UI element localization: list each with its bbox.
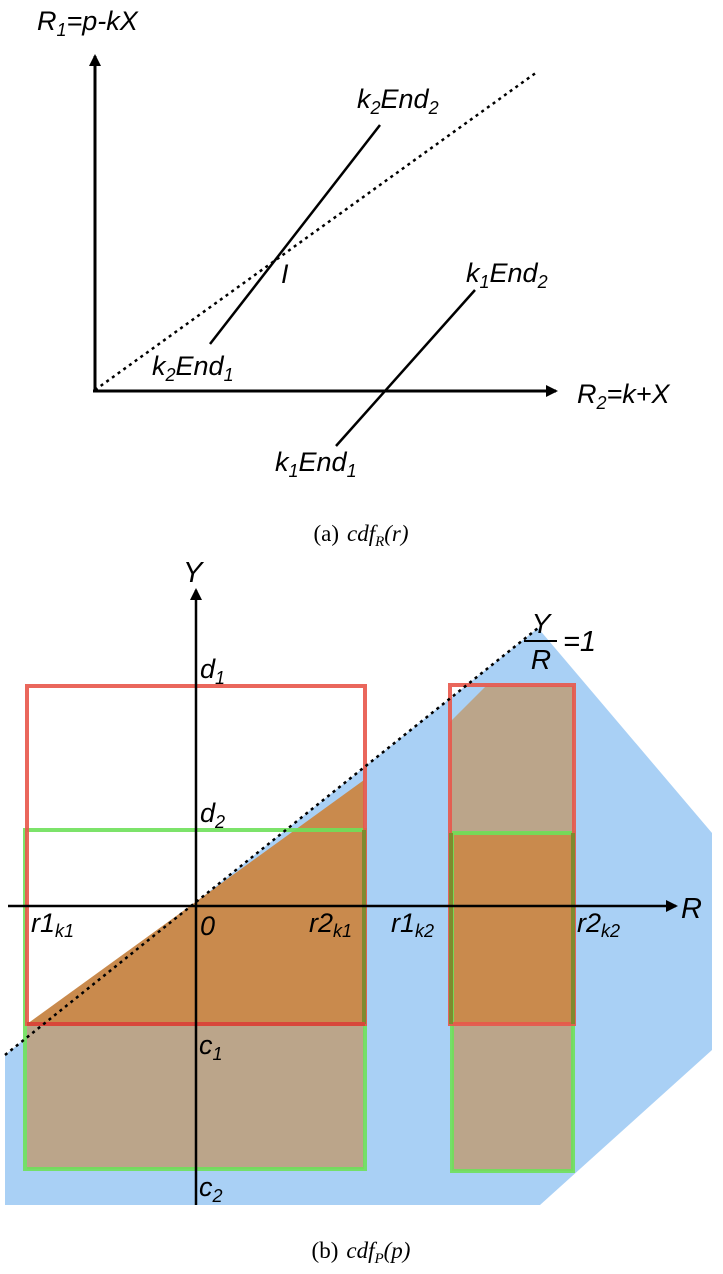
b-ratio-equals: =1 bbox=[563, 626, 596, 658]
b-x-axis-label: R bbox=[681, 893, 702, 925]
a-diagonal-dotted bbox=[94, 70, 538, 392]
a-y-axis-label: R1=p-kX bbox=[37, 6, 139, 40]
b-origin-label: 0 bbox=[200, 911, 215, 941]
b-right-lower-tan bbox=[452, 1024, 573, 1171]
b-right-overlap-fill bbox=[450, 832, 574, 1024]
b-caption: (b)cdfP(p) bbox=[312, 1238, 411, 1267]
a-k2-line bbox=[209, 124, 381, 345]
b-right-upper-tan bbox=[450, 686, 574, 832]
a-intersection-label: I bbox=[281, 259, 289, 289]
b-ratio-numerator: Y bbox=[532, 608, 553, 639]
b-r2k2-label: r2k2 bbox=[577, 908, 620, 941]
b-r2k1-label: r2k1 bbox=[309, 908, 352, 941]
b-c2-label: c2 bbox=[199, 1172, 223, 1206]
a-x-axis-label: R2=k+X bbox=[577, 379, 671, 413]
a-k1-line bbox=[335, 289, 476, 447]
a-k1end1-label: k1End1 bbox=[275, 447, 357, 481]
a-caption: (a)cdfR(r) bbox=[313, 521, 408, 550]
b-ratio-denominator: R bbox=[531, 644, 551, 675]
figure-a: R1=p-kX R2=k+X I k2End2 k2End1 k1End2 k1… bbox=[37, 6, 671, 550]
a-k2end1-label: k2End1 bbox=[152, 351, 234, 385]
b-d2-label: d2 bbox=[200, 798, 225, 832]
b-r1k2-label: r1k2 bbox=[391, 908, 434, 941]
b-y-axis-label: Y bbox=[183, 557, 205, 589]
b-d1-label: d1 bbox=[200, 654, 225, 688]
b-diagonal-dotted bbox=[4, 627, 539, 1056]
figure-b: Y R Y R =1 d1 d2 c1 c2 0 r1k1 r2k1 r1k2 … bbox=[4, 557, 712, 1267]
b-r1k1-label: r1k1 bbox=[31, 908, 74, 941]
a-k2end2-label: k2End2 bbox=[357, 84, 439, 118]
a-k1end2-label: k1End2 bbox=[466, 258, 548, 292]
b-c1-label: c1 bbox=[199, 1030, 223, 1064]
